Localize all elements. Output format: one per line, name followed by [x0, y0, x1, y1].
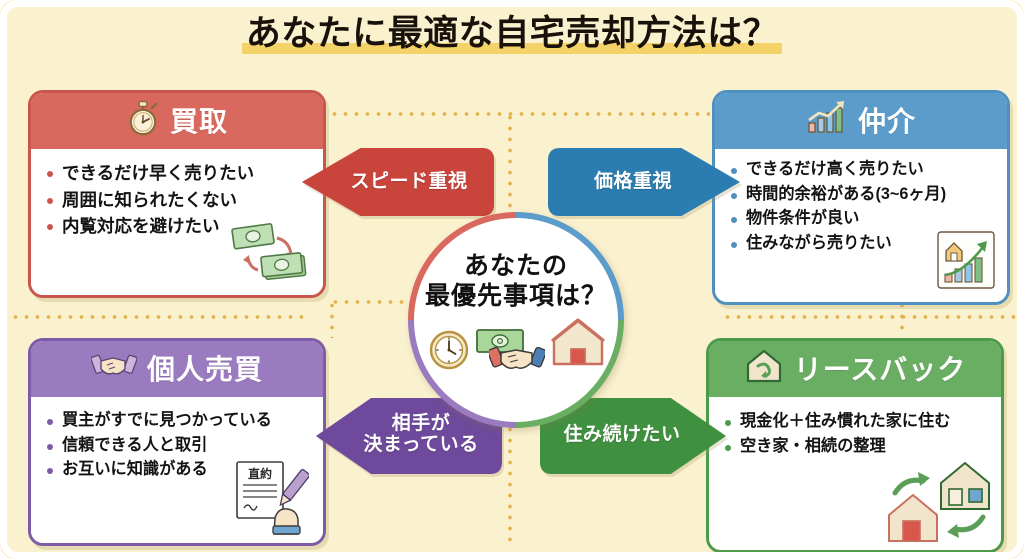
rising-chart-icon [806, 100, 848, 141]
center-question-line2: 最優先事項は？ [424, 282, 607, 310]
handshake-icon [90, 349, 138, 388]
card-kojin[interactable]: 個人売買 買主がすでに見つかっている 信頼できる人と取引 お互いに知識がある 直… [28, 338, 326, 546]
house-icon [550, 318, 606, 371]
list-item: 空き家・相続の整理 [723, 434, 991, 459]
clock-icon [427, 326, 471, 377]
list-item: 物件条件が良い [729, 206, 997, 231]
card-leaseback-bullets: 現金化＋住み慣れた家に住む 空き家・相続の整理 [723, 409, 991, 458]
handshake-icon [487, 340, 547, 379]
list-item: 時間的余裕がある(3~6ヶ月) [729, 182, 997, 207]
card-chukai-bullets: できるだけ高く売りたい 時間的余裕がある(3~6ヶ月) 物件条件が良い 住みなが… [729, 157, 997, 256]
dotted-connector-vertical-top [508, 112, 512, 212]
dotted-connector-vertical-right [900, 300, 904, 336]
card-leaseback-body: 現金化＋住み慣れた家に住む 空き家・相続の整理 [709, 397, 1001, 550]
dotted-connector-middle-left [10, 315, 310, 319]
card-kaitori-header: 買取 [31, 93, 323, 149]
list-item: 住みながら売りたい [729, 231, 997, 256]
card-kojin-body: 買主がすでに見つかっている 信頼できる人と取引 お互いに知識がある 直約 [31, 397, 323, 543]
card-kojin-bullets: 買主がすでに見つかっている 信頼できる人と取引 お互いに知識がある [45, 408, 313, 482]
card-kojin-header: 個人売買 [31, 341, 323, 397]
list-item: 信頼できる人と取引 [45, 433, 313, 458]
page-title-container: あなたに最適な自宅売却方法は？ [0, 14, 1024, 56]
page-title-text: あなたに最適な自宅売却方法は？ [245, 14, 779, 53]
card-chukai-title: 仲介 [857, 106, 916, 137]
list-item: 内覧対応を避けたい [45, 213, 313, 240]
card-kaitori-title: 買取 [169, 106, 228, 137]
card-leaseback-header: リースバック [709, 341, 1001, 397]
list-item: できるだけ高く売りたい [729, 157, 997, 182]
house-return-icon [744, 348, 784, 389]
center-question-circle: あなたの 最優先事項は？ [408, 212, 624, 428]
list-item: 現金化＋住み慣れた家に住む [723, 409, 991, 434]
arrow-price: 価格重視 [548, 148, 740, 216]
card-chukai[interactable]: 仲介 できるだけ高く売りたい 時間的余裕がある(3~6ヶ月) 物件条件が良い 住… [712, 90, 1010, 305]
list-item: 周囲に知られたくない [45, 187, 313, 214]
dotted-connector-middle-right [722, 315, 1022, 319]
card-kaitori[interactable]: 買取 できるだけ早く売りたい 周囲に知られたくない 内覧対応を避けたい [28, 90, 326, 298]
dotted-connector-vertical-bottom [508, 424, 512, 544]
page-title: あなたに最適な自宅売却方法は？ [240, 14, 785, 56]
list-item: できるだけ早く売りたい [45, 160, 313, 187]
dotted-connector-vertical-left [330, 300, 334, 338]
card-kojin-title: 個人売買 [146, 354, 263, 385]
house-swap-icon [885, 459, 993, 548]
list-item: 買主がすでに見つかっている [45, 408, 313, 433]
center-question-inner: あなたの 最優先事項は？ [414, 218, 618, 422]
arrow-speed: スピード重視 [302, 148, 494, 216]
money-icon [475, 326, 525, 361]
dotted-connector-top [318, 112, 710, 116]
card-chukai-header: 仲介 [715, 93, 1007, 149]
center-icon-row [427, 318, 606, 379]
center-question-line1: あなたの [463, 252, 568, 280]
card-kaitori-body: できるだけ早く売りたい 周囲に知られたくない 内覧対応を避けたい [31, 149, 323, 295]
card-leaseback[interactable]: リースバック 現金化＋住み慣れた家に住む 空き家・相続の整理 [706, 338, 1004, 553]
card-kaitori-bullets: できるだけ早く売りたい 周囲に知られたくない 内覧対応を避けたい [45, 160, 313, 240]
card-chukai-body: できるだけ高く売りたい 時間的余裕がある(3~6ヶ月) 物件条件が良い 住みなが… [715, 149, 1007, 302]
list-item: お互いに知識がある [45, 457, 313, 482]
card-leaseback-title: リースバック [793, 354, 967, 385]
stopwatch-icon [126, 100, 160, 141]
